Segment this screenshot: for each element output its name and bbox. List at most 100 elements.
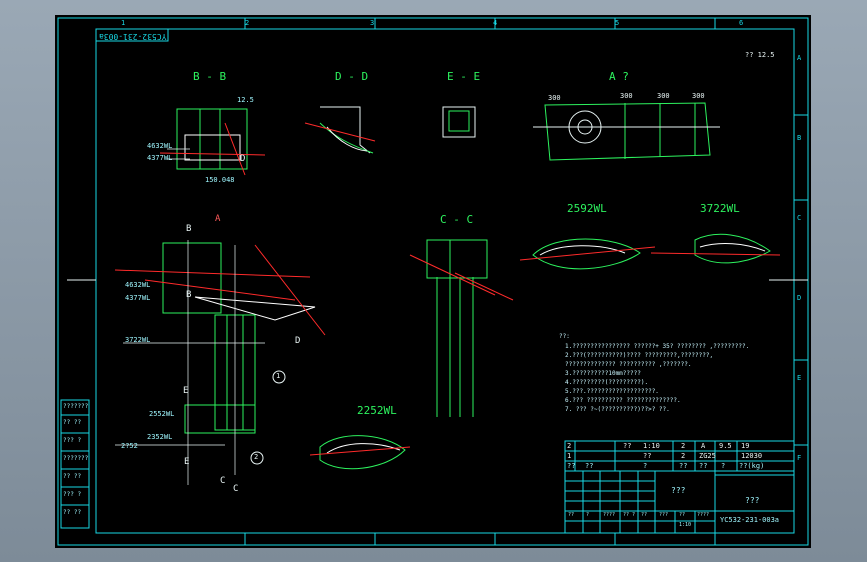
tb-small-5: ?? [641, 512, 648, 518]
dim-main-3: 3722WL [125, 336, 151, 344]
grid-top-2: 2 [245, 19, 250, 27]
left-strip-2: ?? ?? [63, 419, 82, 426]
tb-r2-c5: ZG25 [699, 452, 716, 460]
dim-bb-1: 4632WL [147, 142, 173, 150]
grid-top-1: 1 [121, 19, 126, 27]
drawing-canvas [57, 17, 809, 546]
section-dd-drawing [319, 106, 374, 154]
tb-r2-c7: 12030 [741, 452, 763, 460]
dim-a-1: 300 [548, 94, 561, 102]
main-view-drawing [162, 242, 316, 434]
dim-main-2: 4377WL [125, 294, 151, 302]
notes-heading: ??: [559, 333, 570, 340]
roughness-symbol: ?? 12.5 [745, 51, 775, 59]
tb-r1-c2: ?? [623, 442, 632, 450]
marker-c-right: C [233, 484, 239, 494]
dim-main-6: 2?52 [121, 442, 138, 450]
marker-b-bottom: B [186, 290, 192, 300]
tb-r1-c7: 19 [741, 442, 750, 450]
view-a-drawing [533, 102, 720, 161]
left-strip-1: ??????? [63, 403, 89, 410]
left-strip-4: ??????? [63, 455, 89, 462]
dim-bb-2: 4377WL [147, 154, 173, 162]
dim-bb-3: 150.048 [205, 176, 235, 184]
wl-2252-label: 2252WL [357, 404, 397, 417]
dim-main-4: 2552WL [149, 410, 175, 418]
grid-top-4: 4 [493, 19, 498, 27]
tb-r1-c1: 2 [567, 442, 572, 450]
section-cc-label: C - C [440, 213, 474, 226]
inner-border [95, 28, 795, 534]
note-2: 2.???(??????????)???? ?????????,????????… [565, 352, 714, 359]
view-a-label: A ? [609, 70, 629, 83]
tb-small-4: ?? ? [623, 512, 636, 518]
note-5: 5.???.???????????????????. [565, 388, 659, 395]
left-strip-6: ??? ? [63, 491, 82, 498]
marker-d-bb: D [240, 154, 246, 164]
grid-side-a: A [797, 54, 802, 62]
note-2-cont: ?????????????? ?????????? ,???????. [565, 361, 692, 368]
marker-b-top: B [186, 224, 192, 234]
tb-small-1: ?? [568, 512, 575, 518]
tb-drawing-no: YC532-231-003a [720, 516, 780, 524]
tb-r2-c3: ?? [643, 452, 652, 460]
wl-3722-label: 3722WL [700, 202, 740, 215]
balloon-1: 1 [276, 372, 281, 380]
drawing-sheet[interactable]: YC532-231-003a ?? 12.5 B - B D - D E - E… [55, 15, 811, 548]
marker-d: D [295, 336, 301, 346]
airfoil-3722 [694, 233, 771, 264]
grid-side-e: E [797, 374, 802, 382]
section-bb-label: B - B [193, 70, 227, 83]
grid-top-3: 3 [370, 19, 375, 27]
note-6: 6.??? ?????????? ??????????????. [565, 397, 681, 404]
note-1: 1.???????????????? ??????+ 35? ???????? … [565, 343, 750, 350]
section-cc-drawing [426, 239, 488, 417]
dim-a-2: 300 [620, 92, 633, 100]
dim-main-5: 2352WL [147, 433, 173, 441]
tb-r3-c3: ? [643, 462, 648, 470]
left-strip-3: ??? ? [63, 437, 82, 444]
tb-small-7: ?? [679, 512, 686, 518]
dim-bb-4: 12.5 [237, 96, 254, 104]
section-ee-label: E - E [447, 70, 481, 83]
marker-e-top: E [183, 386, 189, 396]
outer-border [57, 17, 809, 546]
tb-small-8: ???? [697, 512, 710, 518]
tb-r2-c4: 2 [681, 452, 686, 460]
tb-r3-c7: ??(kg) [739, 462, 765, 470]
note-3: 3.??????????10mm????? [565, 370, 641, 377]
grid-side-b: B [797, 134, 802, 142]
airfoil-2252 [319, 435, 406, 470]
tb-r3-c2: ?? [585, 462, 594, 470]
dim-a-4: 300 [692, 92, 705, 100]
tb-r1-c4: 2 [681, 442, 686, 450]
grid-side-f: F [797, 454, 802, 462]
tb-r3-c1: ?? [567, 462, 576, 470]
tb-r2-c1: 1 [567, 452, 572, 460]
balloon-2: 2 [254, 453, 259, 461]
drawing-code-top: YC532-231-003a [99, 32, 167, 41]
tb-org: ??? [745, 496, 760, 505]
tb-small-2: ? [586, 512, 590, 518]
tb-small-6: ??? [659, 512, 669, 518]
dim-main-1: 4632WL [125, 281, 151, 289]
marker-a: A [215, 214, 221, 224]
marker-e-bottom: E [184, 457, 190, 467]
wl-2592-label: 2592WL [567, 202, 607, 215]
grid-side-c: C [797, 214, 802, 222]
section-bb-drawing [176, 108, 248, 170]
tb-r1-c5: A [701, 442, 706, 450]
note-4: 4.?????????(?????????). [565, 379, 649, 386]
tb-r3-c5: ?? [699, 462, 708, 470]
tb-r1-c6: 9.5 [719, 442, 732, 450]
tb-r3-c6: ? [721, 462, 726, 470]
section-dd-label: D - D [335, 70, 369, 83]
tb-title: ??? [671, 486, 686, 495]
tb-r3-c4: ?? [679, 462, 688, 470]
grid-top-6: 6 [739, 19, 744, 27]
note-7: 7. ??? ?~(??????????)??>? ??. [565, 406, 670, 413]
tb-small-3: ???? [603, 512, 616, 518]
section-ee-drawing [442, 106, 476, 138]
tb-small-9: 1:10 [679, 522, 692, 528]
